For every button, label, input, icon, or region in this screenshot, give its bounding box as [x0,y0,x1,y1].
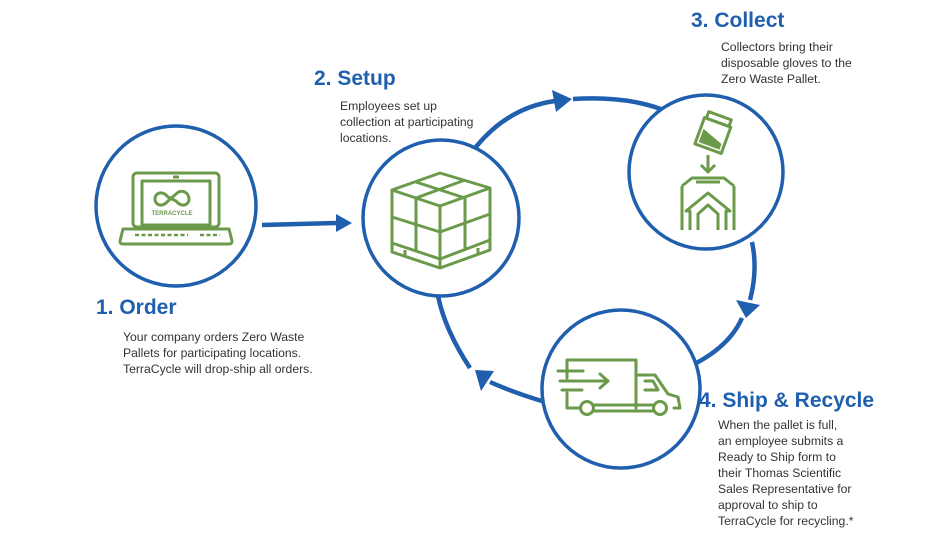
step-2-description: Employees set up collection at participa… [340,98,473,146]
step-2-line: Employees set up [340,99,437,113]
glove-drop-box-icon [680,110,736,230]
step-4-line: TerraCycle for recycling.* [718,514,854,528]
step-1-circle [94,124,258,288]
step-1-line: Pallets for participating locations. [123,346,302,360]
step-2-line: collection at participating [340,115,474,129]
step-2-line: locations. [340,131,392,145]
arrow-order-to-setup [261,220,337,228]
step-3-heading: 3. Collect [691,9,785,32]
arrowhead-top-icon [552,90,572,112]
step-3-line: Zero Waste Pallet. [721,72,821,86]
step-4-line: approval to ship to [718,498,818,512]
arc-setup-to-arrowhead [470,98,556,154]
arc-collect-to-arrowhead [747,241,757,301]
step-4-description: When the pallet is full, an employee sub… [718,417,853,529]
step-4-line: their Thomas Scientific [718,466,842,480]
step-4-circle [540,308,702,470]
arrowhead-down-icon [736,300,760,318]
arrowhead-up-icon [475,370,494,391]
step-1-heading: 1. Order [96,296,177,319]
step-2-heading: 2. Setup [314,67,396,90]
arc-ship-to-arrowhead [489,379,546,405]
delivery-truck-icon [556,358,682,416]
pallet-boxes-icon [390,171,492,270]
terracycle-logo-text: TERRACYCLE [151,211,192,217]
step-3-line: Collectors bring their [721,40,833,54]
step-4-line: Sales Representative for [718,482,852,496]
step-1-line: TerraCycle will drop-ship all orders. [123,362,313,376]
step-3-description: Collectors bring their disposable gloves… [721,39,852,87]
step-1-description: Your company orders Zero Waste Pallets f… [123,329,313,377]
step-4-heading: 4. Ship & Recycle [699,389,875,412]
step-1-line: Your company orders Zero Waste [123,330,305,344]
step-3-line: disposable gloves to the [721,56,852,70]
step-4-line: When the pallet is full, [718,418,838,432]
arc-to-setup [435,295,472,370]
step-4-line: an employee submits a [718,434,844,448]
step-4-line: Ready to Ship form to [718,450,836,464]
laptop-terracycle-icon [118,171,234,246]
arrowhead-right-icon [336,214,352,232]
